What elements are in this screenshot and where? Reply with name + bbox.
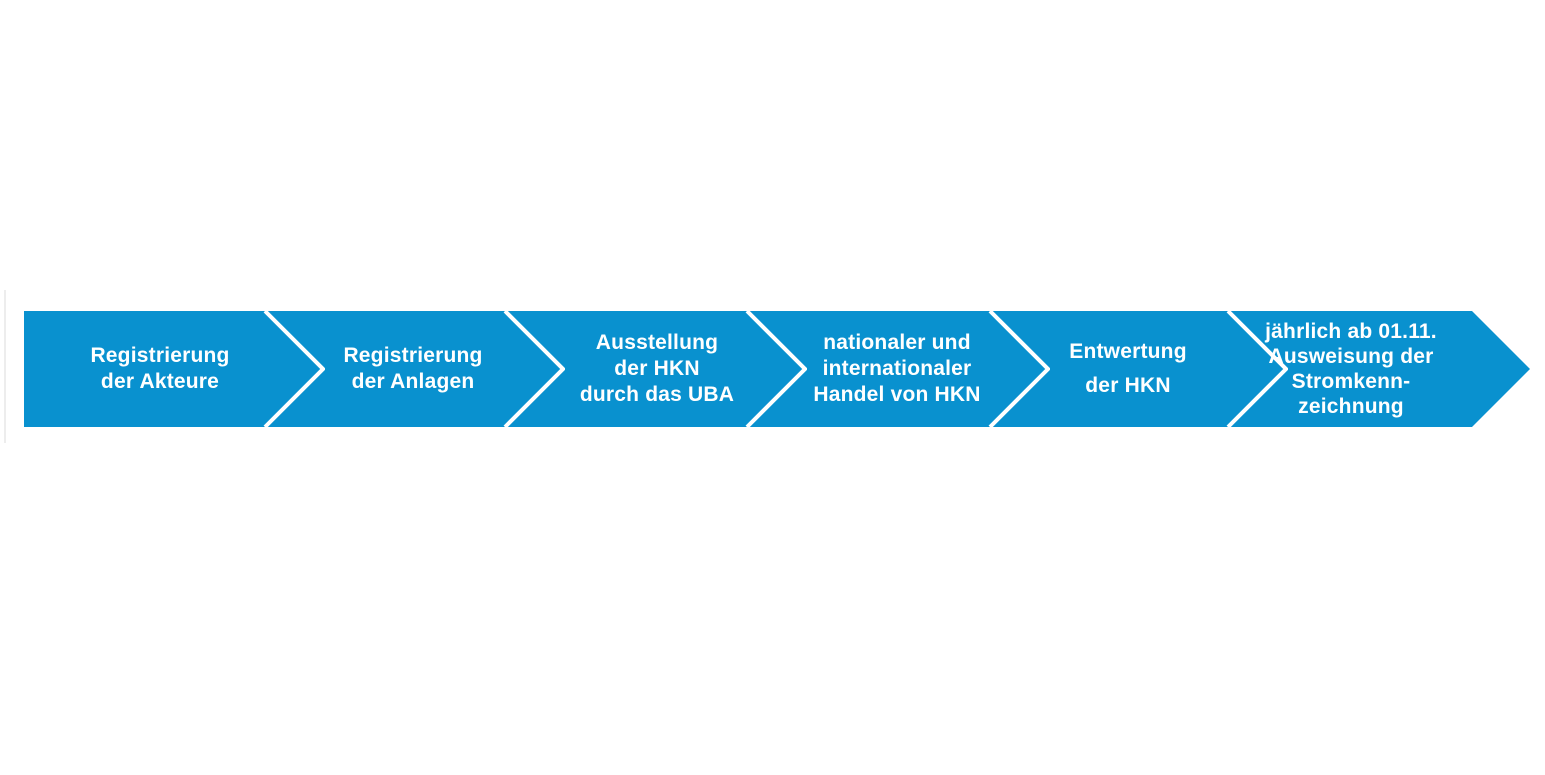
step-ausstellung-hkn: Ausstellung der HKN durch das UBA bbox=[537, 311, 777, 427]
step-label-line: der Akteure bbox=[100, 370, 220, 393]
step-label-line: Stromkenn- bbox=[1291, 370, 1411, 393]
step-label-line: Entwertung bbox=[1069, 340, 1187, 363]
step-label-line: zeichnung bbox=[1298, 395, 1404, 418]
chevron-separator-icon bbox=[1226, 311, 1288, 427]
chevron-separator-icon bbox=[745, 311, 807, 427]
chevron-separator-icon bbox=[503, 311, 565, 427]
step-entwertung-hkn: Entwertung der HKN bbox=[1008, 311, 1248, 427]
step-label-line: internationaler bbox=[822, 357, 972, 380]
step-label-line: Handel von HKN bbox=[813, 383, 981, 406]
chevron-separator-icon bbox=[263, 311, 325, 427]
step-label-line: nationaler und bbox=[823, 331, 971, 354]
step-label-line: Ausweisung der bbox=[1268, 345, 1434, 368]
step-registrierung-anlagen: Registrierung der Anlagen bbox=[293, 311, 533, 427]
step-label-line: jährlich ab 01.11. bbox=[1265, 320, 1437, 343]
step-label-line: Registrierung bbox=[343, 344, 483, 367]
chevron-separator-icon bbox=[988, 311, 1050, 427]
step-label-line: der HKN bbox=[614, 357, 700, 380]
step-label-line: der HKN bbox=[1085, 374, 1171, 397]
step-registrierung-akteure: Registrierung der Akteure bbox=[40, 311, 280, 427]
step-stromkennzeichnung: jährlich ab 01.11. Ausweisung der Stromk… bbox=[1231, 311, 1471, 427]
step-label-line: Registrierung bbox=[90, 344, 230, 367]
step-handel-hkn: nationaler und internationaler Handel vo… bbox=[777, 311, 1017, 427]
step-label-line: durch das UBA bbox=[579, 383, 735, 406]
page-edge-line bbox=[4, 290, 6, 443]
process-arrow-band: Registrierung der Akteure Registrierung … bbox=[24, 311, 1530, 427]
step-label-line: der Anlagen bbox=[351, 370, 475, 393]
step-label-line: Ausstellung bbox=[595, 331, 719, 354]
